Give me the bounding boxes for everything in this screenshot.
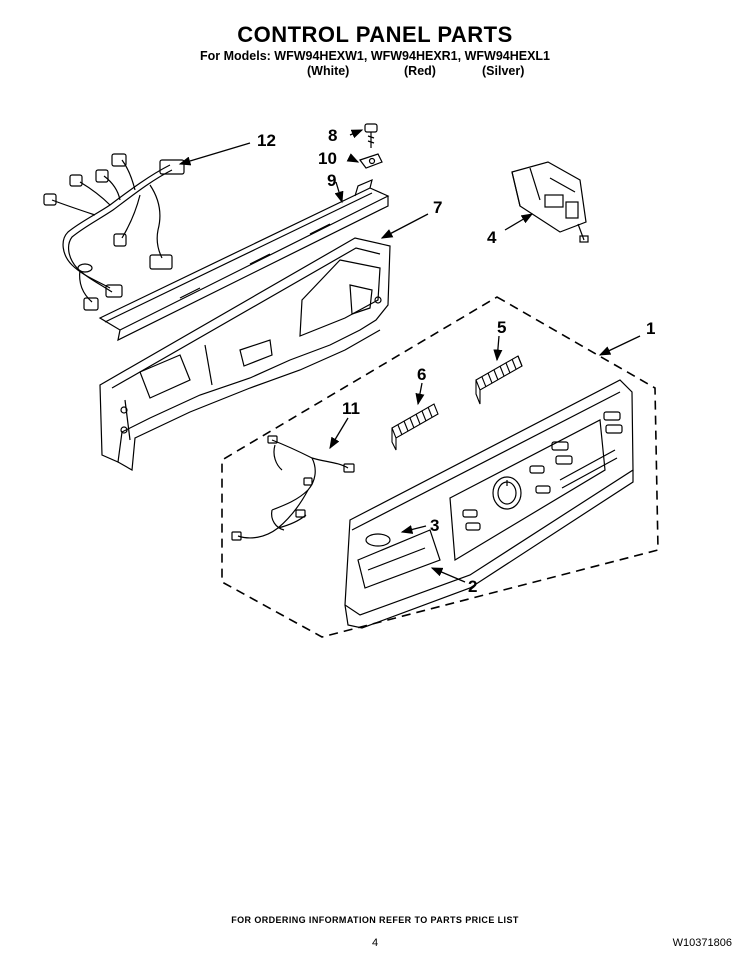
callout-10: 10 <box>318 149 337 168</box>
clip-10 <box>359 153 383 169</box>
assembly-boundary-1 <box>221 296 659 638</box>
callout-2: 2 <box>468 577 477 596</box>
variant-white: (White) <box>307 64 350 78</box>
ordering-note: FOR ORDERING INFORMATION REFER TO PARTS … <box>231 915 519 925</box>
callout-labels: 12 8 10 9 7 4 5 1 6 11 3 2 <box>257 126 655 596</box>
control-board-4 <box>511 161 589 243</box>
console-panel-2 <box>344 379 634 629</box>
callout-7: 7 <box>433 198 442 217</box>
callout-8: 8 <box>328 126 337 145</box>
variant-silver: (Silver) <box>482 64 525 78</box>
callout-4: 4 <box>487 228 497 247</box>
callout-9: 9 <box>327 171 336 190</box>
document-id: W10371806 <box>672 937 732 949</box>
console-frame-7 <box>99 237 391 471</box>
callout-12: 12 <box>257 131 276 150</box>
callout-5: 5 <box>497 318 506 337</box>
ribbon-cable-6 <box>391 403 439 451</box>
callout-3: 3 <box>430 516 439 535</box>
leader-lines <box>178 129 641 583</box>
page-title: CONTROL PANEL PARTS <box>237 22 513 47</box>
console-rail-9 <box>98 178 390 342</box>
callout-1: 1 <box>646 319 655 338</box>
page-number: 4 <box>371 937 379 949</box>
ribbon-cable-5 <box>475 355 523 405</box>
screw-8 <box>364 123 378 148</box>
callout-6: 6 <box>417 365 426 384</box>
wire-harness-11 <box>231 435 355 541</box>
wire-harness-12 <box>43 153 185 311</box>
callout-11: 11 <box>342 399 360 418</box>
models-line: For Models: WFW94HEXW1, WFW94HEXR1, WFW9… <box>199 49 551 63</box>
variant-red: (Red) <box>404 64 436 78</box>
